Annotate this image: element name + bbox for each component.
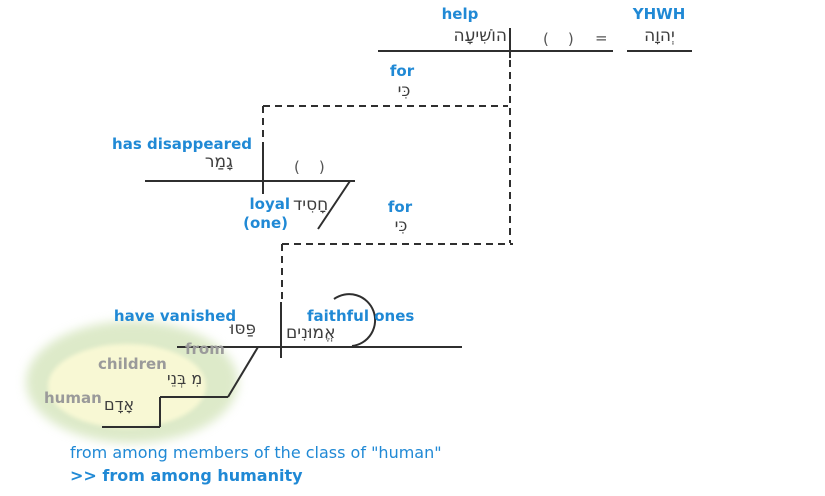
clause2-modifier-hebrew: חָסִיד [293,195,329,215]
prep-slant-line [227,346,259,398]
clause2-modifier-gloss-line1: loyal [249,195,291,213]
main-verb-hebrew: הוֹשִׁיעָה [453,26,508,46]
prep-gloss: from [185,340,225,358]
clause3-subject-gloss: faithful ones [307,307,415,325]
conjunction1-hebrew: כִּי [397,81,411,101]
equals-sign: = [595,29,608,47]
clause3-verb-gloss: have vanished [113,307,237,325]
footnote-line1: from among members of the class of "huma… [70,443,442,462]
clause3-subject-hebrew: אֱמוּנִים [286,323,336,343]
conjunction2-gloss: for [387,198,413,216]
clause2-modifier-gloss-line2: (one) [243,214,288,232]
prep-object-hebrew: מִ בְּנֵי [167,369,203,388]
clause2-verb-gloss: has disappeared [112,135,252,153]
clause3-verb-hebrew: פַּסּוּ [229,319,256,339]
highlight-ellipse-inner [48,344,206,428]
main-subject-placeholder: ( ) [543,30,574,48]
clause3-subject-arc [333,293,377,347]
clause2-modifier-slash [317,180,351,230]
main-verb-gloss: help [441,5,479,23]
prep-modifier-gloss: human [44,389,102,407]
prep-object-gloss: children [98,355,167,373]
conjunction2-hebrew: כִּי [394,216,408,236]
apposition-gloss: YHWH [632,5,686,23]
apposition-hebrew: יְהוָה [644,26,675,46]
clause2-verb-hebrew: גָמַר [204,152,233,172]
footnote-line2: >> from among humanity [70,466,303,485]
conjunction1-gloss: for [389,62,415,80]
clause2-subject-placeholder: ( ) [294,158,325,176]
prep-modifier-hebrew: אָדָם [104,395,135,414]
